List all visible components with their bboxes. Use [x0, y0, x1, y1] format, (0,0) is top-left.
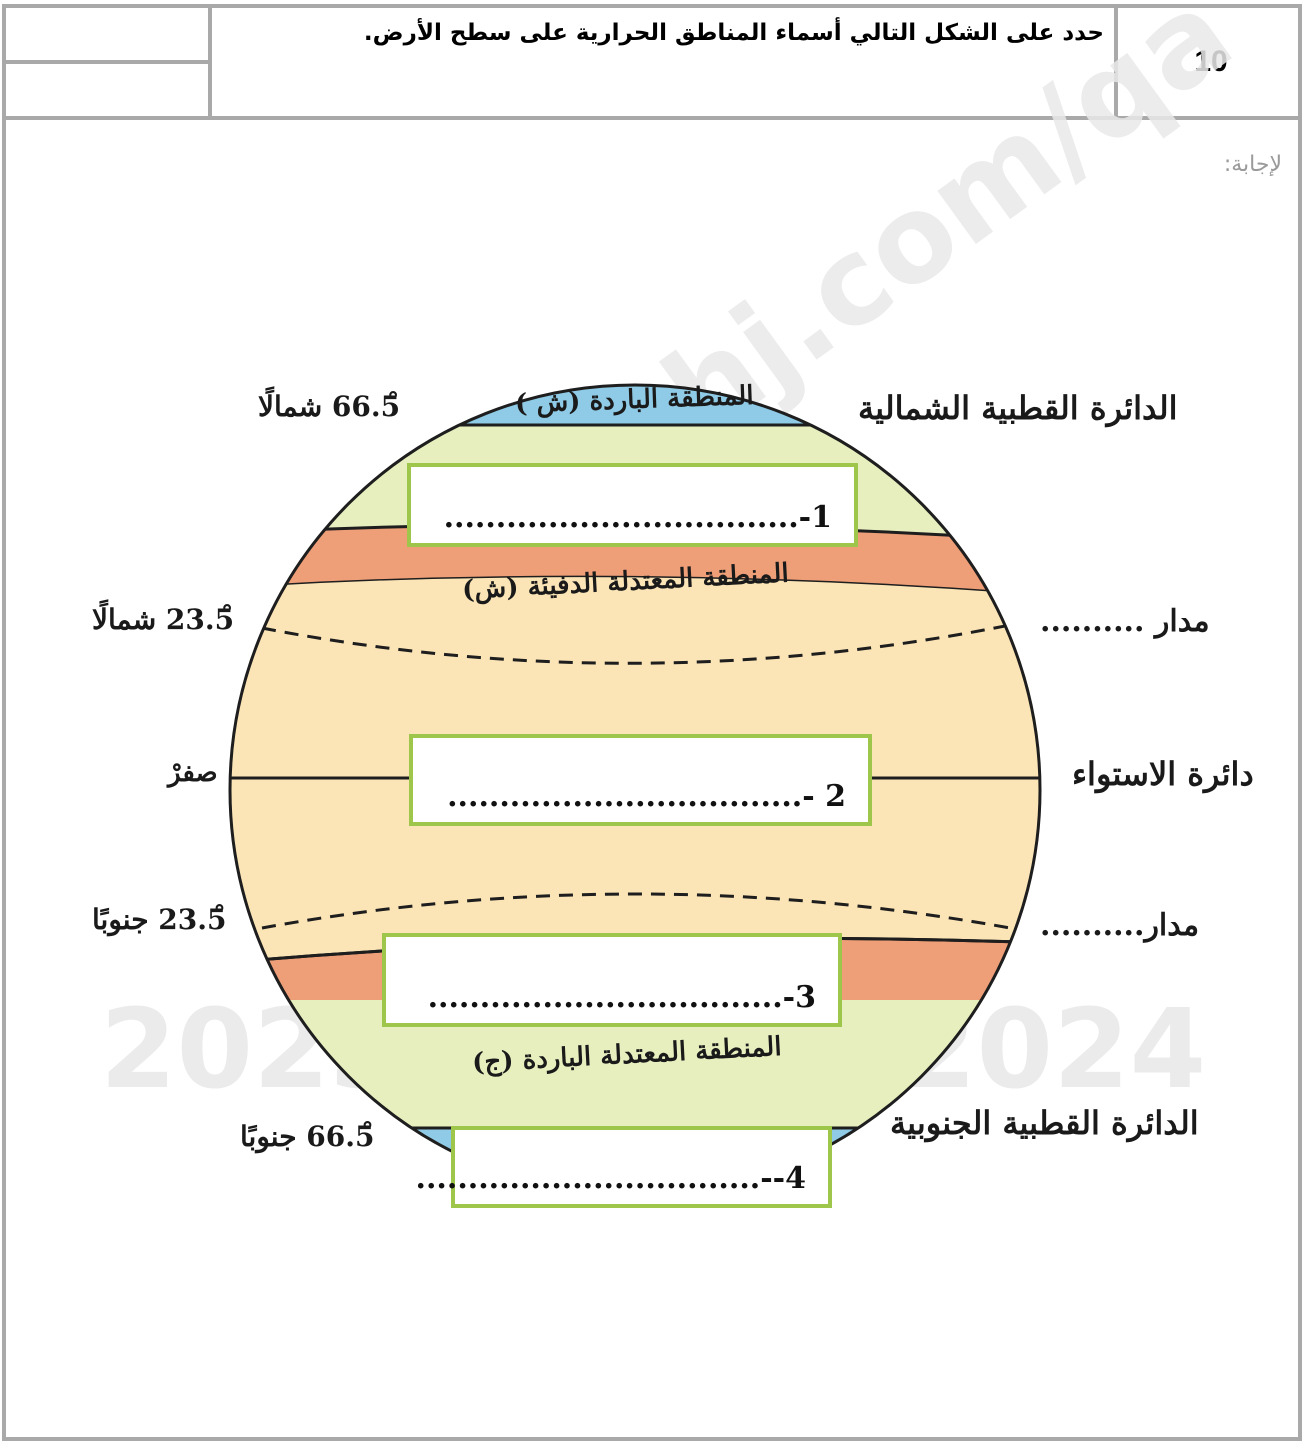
equator-label: دائرة الاستواء — [1072, 755, 1254, 793]
table-border-right — [1298, 4, 1302, 1441]
column-divider-left — [208, 4, 212, 118]
question-number: 10 — [1194, 45, 1228, 78]
answer-box-1[interactable]: 1-.................................. — [407, 463, 858, 547]
score-cell-divider — [2, 60, 210, 64]
lat-66-south-label: 66.5̊ جنوبًا — [240, 1120, 375, 1153]
answer-box-1-text: 1-.................................. — [443, 500, 832, 535]
answer-box-4[interactable]: 4--................................. — [416, 1126, 832, 1208]
header-divider — [2, 116, 1302, 120]
answer-label: لإجابة: — [1223, 152, 1282, 177]
tropic-south-line — [261, 892, 1011, 930]
tropic-south-label: مدار.......... — [1040, 908, 1200, 943]
column-divider-right — [1114, 4, 1118, 118]
table-border-bottom — [2, 1437, 1302, 1441]
answer-box-3-text: 3-.................................. — [427, 980, 816, 1015]
answer-box-3[interactable]: 3-.................................. — [382, 933, 842, 1027]
table-border-top — [2, 4, 1302, 8]
lat-23-north-label: 23.5̊ شمالًا — [92, 603, 235, 636]
tropic-north-label: مدار .......... — [1040, 604, 1210, 639]
arctic-circle-label: الدائرة القطبية الشمالية — [858, 389, 1178, 427]
answer-box-4-text: 4--................................. — [415, 1161, 806, 1196]
answer-box-2-text: 2 -.................................. — [447, 779, 846, 814]
table-border-left — [2, 4, 6, 1441]
north-tropical-fill — [230, 577, 1040, 700]
answer-box-2[interactable]: 2 -.................................. — [409, 734, 872, 826]
antarctic-circle-label: الدائرة القطبية الجنوبية — [890, 1104, 1199, 1142]
lat-66-north-label: 66.5̊ شمالًا — [258, 390, 401, 423]
question-text: حدد على الشكل التالي أسماء المناطق الحرا… — [363, 20, 1104, 46]
lat-0-label: صفرْ — [168, 758, 218, 788]
tropic-north-line — [261, 623, 1011, 665]
lat-23-south-label: 23.5̊ جنوبًا — [92, 903, 227, 936]
